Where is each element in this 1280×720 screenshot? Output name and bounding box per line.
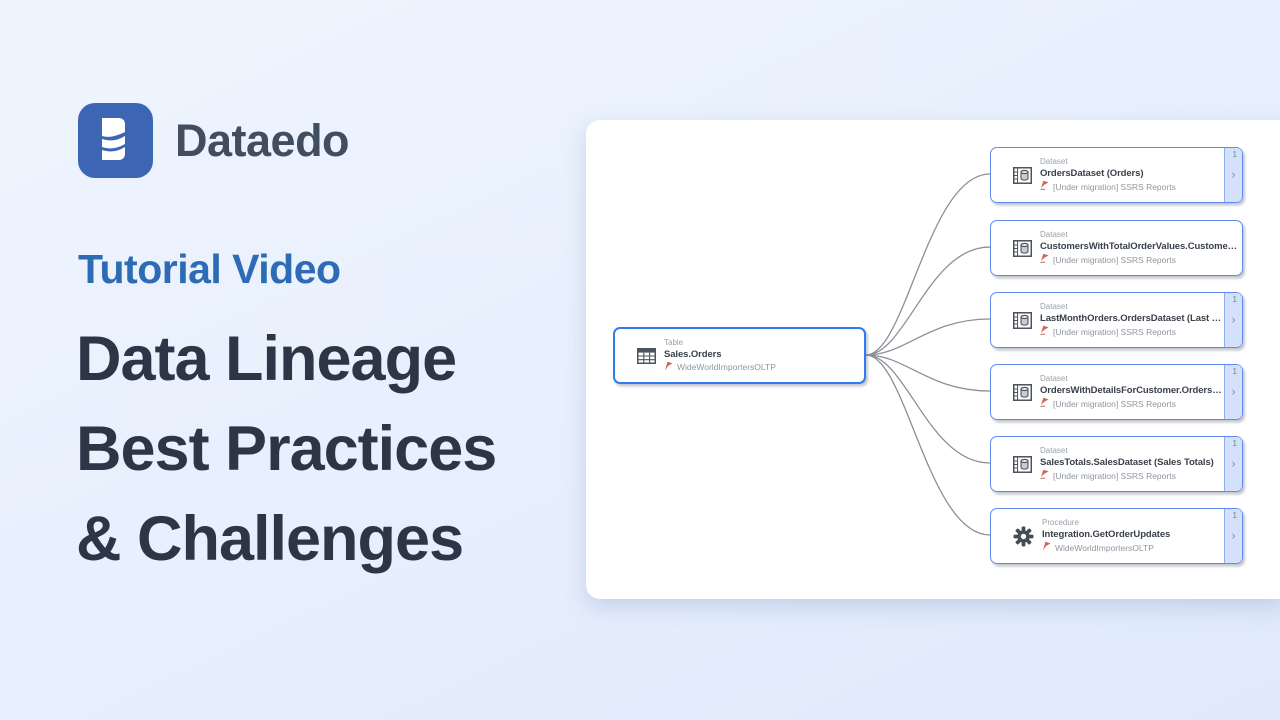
link-count-badge: 1 (1232, 367, 1237, 376)
eyebrow-title: Tutorial Video (78, 246, 341, 292)
node-orders-dataset[interactable]: Dataset OrdersDataset (Orders) [Under mi… (990, 147, 1243, 203)
chevron-right-icon: › (1231, 528, 1236, 543)
link-count-badge: 1 (1232, 439, 1237, 448)
dataset-icon (1013, 311, 1032, 329)
node-type-label: Dataset (1040, 446, 1068, 455)
node-subtitle: WideWorldImportersOLTP (1055, 542, 1154, 553)
page-title: Data Lineage Best Practices & Challenges (76, 314, 497, 584)
chevron-right-icon: › (1231, 312, 1236, 327)
node-subtitle: WideWorldImportersOLTP (677, 362, 776, 372)
link-count-badge: 1 (1232, 511, 1237, 520)
title-line-1: Data Lineage (76, 324, 457, 394)
dataset-icon (1013, 383, 1032, 401)
node-name: LastMonthOrders.OrdersDataset (Last Mont… (1040, 313, 1222, 324)
node-sales-totals[interactable]: Dataset SalesTotals.SalesDataset (Sales … (990, 436, 1243, 492)
node-name: CustomersWithTotalOrderValues.CustomersD… (1040, 241, 1238, 252)
brand: Dataedo (78, 103, 350, 178)
node-integration-get-order-updates[interactable]: Procedure Integration.GetOrderUpdates Wi… (990, 508, 1243, 564)
expand-strip[interactable]: 1 › (1224, 365, 1242, 419)
title-line-3: & Challenges (76, 504, 464, 574)
dataset-icon (1013, 455, 1032, 473)
expand-strip[interactable]: 1 › (1224, 148, 1242, 202)
node-orders-with-details-for-customer[interactable]: Dataset OrdersWithDetailsForCustomer.Ord… (990, 364, 1243, 420)
node-name: Integration.GetOrderUpdates (1042, 529, 1171, 540)
node-type-label: Dataset (1040, 302, 1068, 311)
expand-strip[interactable]: 1 › (1224, 293, 1242, 347)
node-type-label: Table (664, 337, 684, 347)
expand-strip[interactable]: 1 › (1224, 437, 1242, 491)
node-subtitle: [Under migration] SSRS Reports (1053, 470, 1176, 481)
link-count-badge: 1 (1232, 295, 1237, 304)
expand-strip[interactable]: 1 › (1224, 509, 1242, 563)
node-type-label: Procedure (1042, 518, 1079, 527)
node-type-label: Dataset (1040, 157, 1068, 166)
node-subtitle: [Under migration] SSRS Reports (1053, 398, 1176, 409)
chevron-right-icon: › (1231, 456, 1236, 471)
node-subtitle: [Under migration] SSRS Reports (1053, 326, 1176, 337)
node-subtitle: [Under migration] SSRS Reports (1053, 254, 1176, 265)
migration-flag-icon (1040, 397, 1049, 410)
node-name: OrdersDataset (Orders) (1040, 168, 1144, 179)
brand-name: Dataedo (175, 114, 350, 166)
node-sales-orders[interactable]: Table Sales.Orders WideWorldImportersOLT… (613, 327, 866, 384)
node-last-month-orders[interactable]: Dataset LastMonthOrders.OrdersDataset (L… (990, 292, 1243, 348)
node-type-label: Dataset (1040, 374, 1068, 383)
node-name: OrdersWithDetailsForCustomer.OrdersDatas… (1040, 385, 1222, 396)
database-flag-icon (1042, 541, 1051, 554)
node-name: Sales.Orders (664, 348, 722, 360)
dataedo-logo-icon (78, 103, 153, 178)
node-customers-with-total-order-values[interactable]: Dataset CustomersWithTotalOrderValues.Cu… (990, 220, 1243, 276)
lineage-canvas: Table Sales.Orders WideWorldImportersOLT… (586, 120, 1280, 599)
node-subtitle: [Under migration] SSRS Reports (1053, 181, 1176, 192)
migration-flag-icon (1040, 325, 1049, 338)
migration-flag-icon (1040, 469, 1049, 482)
node-type-label: Dataset (1040, 230, 1068, 239)
table-icon (637, 347, 656, 364)
dataset-icon (1013, 166, 1032, 184)
gear-icon (1013, 526, 1034, 547)
lineage-connectors (865, 173, 991, 536)
migration-flag-icon (1040, 253, 1049, 266)
dataset-icon (1013, 239, 1032, 257)
chevron-right-icon: › (1231, 384, 1236, 399)
chevron-right-icon: › (1231, 167, 1236, 182)
node-name: SalesTotals.SalesDataset (Sales Totals) (1040, 457, 1214, 468)
migration-flag-icon (1040, 180, 1049, 193)
title-line-2: Best Practices (76, 414, 497, 484)
link-count-badge: 1 (1232, 150, 1237, 159)
database-flag-icon (664, 361, 673, 374)
